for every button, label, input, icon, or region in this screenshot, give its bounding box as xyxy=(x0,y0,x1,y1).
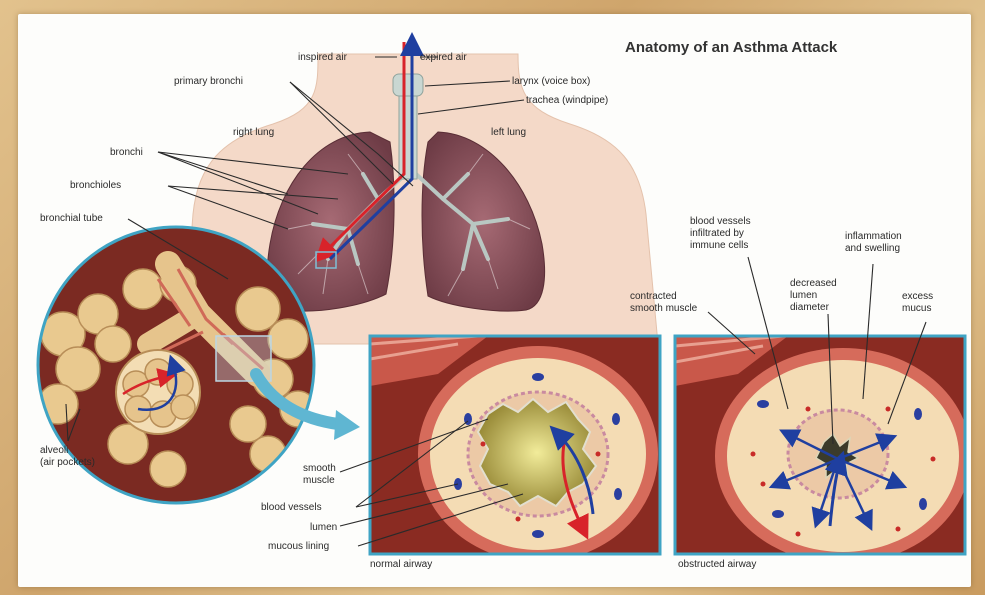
label-vessels-infiltrated-1: blood vessels xyxy=(690,216,751,227)
trachea xyxy=(399,89,417,179)
label-mucous-lining: mucous lining xyxy=(268,541,329,552)
label-normal-airway: normal airway xyxy=(370,559,432,570)
label-smooth: smooth xyxy=(303,463,336,474)
label-alveoli-sub: (air pockets) xyxy=(40,457,95,468)
label-right-lung: right lung xyxy=(233,127,274,138)
asthma-anatomy-diagram: Anatomy of an Asthma Attack inspired air… xyxy=(18,14,971,587)
label-vessels-infiltrated-2: infiltrated by xyxy=(690,228,744,239)
label-bronchioles: bronchioles xyxy=(70,180,121,191)
label-contracted-2: smooth muscle xyxy=(630,303,698,314)
label-vessels-infiltrated-3: immune cells xyxy=(690,240,748,251)
label-primary-bronchi: primary bronchi xyxy=(174,76,243,87)
label-larynx: larynx (voice box) xyxy=(512,76,590,87)
diagram-panel: Anatomy of an Asthma Attack inspired air… xyxy=(18,14,971,587)
label-expired-air: expired air xyxy=(420,52,467,63)
label-decreased-3: diameter xyxy=(790,302,830,313)
label-decreased-2: lumen xyxy=(790,290,817,301)
label-obstructed-airway: obstructed airway xyxy=(678,559,756,570)
label-inspired-air: inspired air xyxy=(298,52,348,63)
larynx xyxy=(393,74,423,96)
label-bronchial-tube: bronchial tube xyxy=(40,213,103,224)
label-muscle: muscle xyxy=(303,475,335,486)
obstructed-airway-panel xyxy=(675,336,971,564)
label-inflammation-1: inflammation xyxy=(845,231,902,242)
label-blood-vessels: blood vessels xyxy=(261,502,322,513)
label-bronchi: bronchi xyxy=(110,147,143,158)
diagram-title: Anatomy of an Asthma Attack xyxy=(625,39,838,56)
label-excess-2: mucus xyxy=(902,303,931,314)
label-decreased-1: decreased xyxy=(790,278,837,289)
label-trachea: trachea (windpipe) xyxy=(526,95,608,106)
label-alveoli: alveoli xyxy=(40,445,68,456)
label-left-lung: left lung xyxy=(491,127,526,138)
label-lumen: lumen xyxy=(310,522,337,533)
label-excess-1: excess xyxy=(902,291,933,302)
label-inflammation-2: and swelling xyxy=(845,243,900,254)
label-contracted-1: contracted xyxy=(630,291,677,302)
